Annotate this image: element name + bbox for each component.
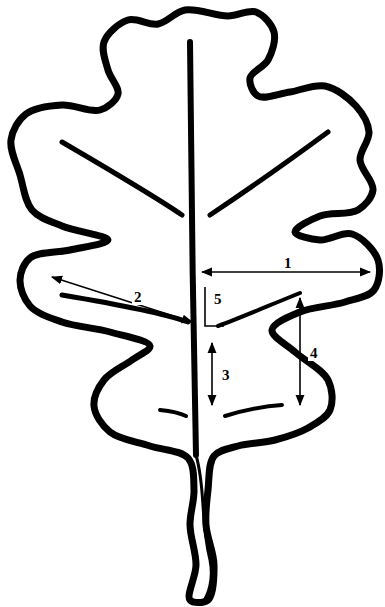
measure-arrow: [211, 343, 213, 405]
petiole-line: [196, 455, 211, 602]
callout-number: 5: [212, 292, 224, 307]
vein: [218, 293, 300, 326]
vein: [225, 405, 282, 416]
vein: [160, 410, 186, 416]
measure-arrow: [52, 277, 192, 322]
leaf-outline: [11, 10, 380, 603]
vein: [62, 295, 188, 322]
measure-arrow: [202, 271, 370, 273]
measure-bracket: [205, 287, 224, 326]
callout-number: 3: [220, 368, 232, 383]
vein: [62, 142, 182, 215]
measure-lines: [52, 272, 370, 405]
midrib: [190, 42, 196, 455]
veins: [62, 42, 328, 602]
measure-arrow: [299, 298, 301, 405]
callout-number: 1: [282, 256, 294, 271]
vein: [210, 132, 328, 215]
callout-number: 4: [308, 346, 320, 361]
callout-number: 2: [132, 290, 144, 305]
